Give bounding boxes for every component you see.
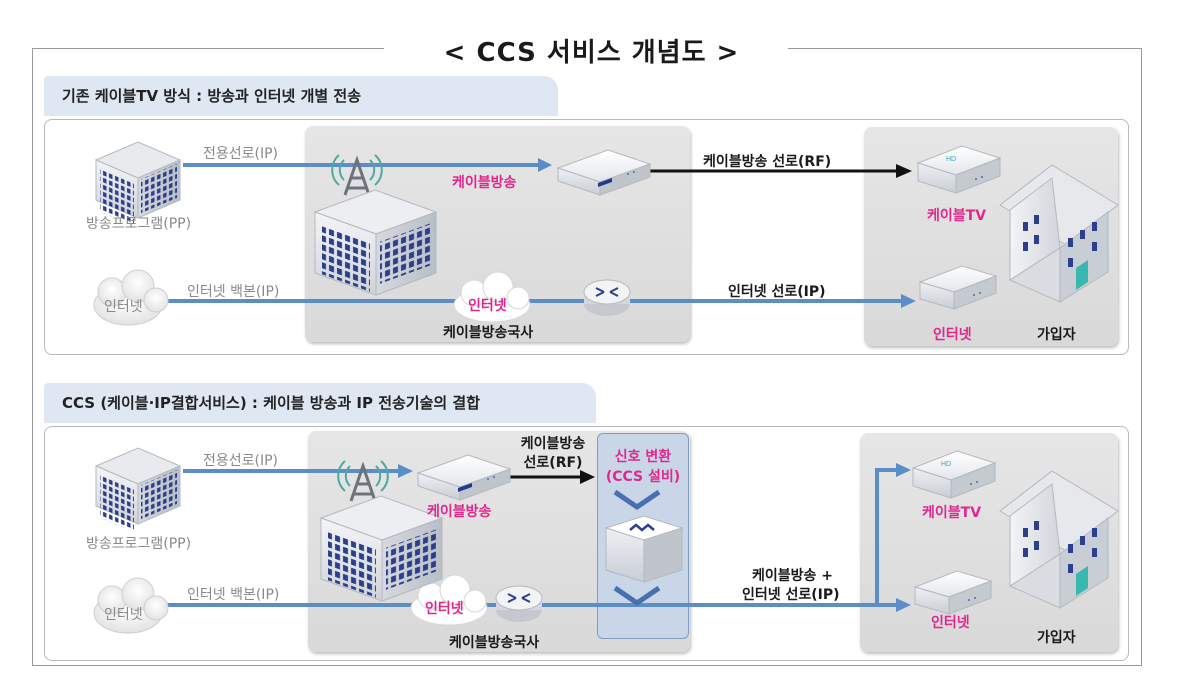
station-building-icon-2 — [319, 460, 444, 602]
router-icon-2 — [495, 585, 543, 622]
s2-rf-line-label-2: 선로(RF) — [523, 455, 583, 471]
internet-pink-cloud-1 — [453, 271, 531, 323]
s2-internet-pink-label: 인터넷 — [425, 601, 464, 617]
section1-lines — [165, 158, 916, 308]
s1-rf-line-label: 케이블방송 선로(RF) — [703, 154, 832, 170]
modem-icon-1 — [918, 265, 998, 310]
headend-device-icon-2 — [416, 454, 512, 501]
internet-cloud-icon-1 — [93, 269, 169, 326]
ccs-signal-convert-label: 신호 변환 — [614, 449, 672, 465]
s2-subscriber-label: 가입자 — [1037, 630, 1076, 646]
s1-cable-tv-label: 케이블TV — [927, 208, 987, 224]
s2-combined-line-label-1: 케이블방송 + — [752, 568, 834, 584]
s1-pp-label: 방송프로그램(PP) — [86, 216, 192, 232]
s2-combined-line-label-2: 인터넷 선로(IP) — [742, 587, 840, 603]
pp-building-icon-2 — [94, 447, 182, 532]
s2-station-label: 케이블방송국사 — [449, 635, 540, 651]
s2-cable-tv-label: 케이블TV — [922, 505, 982, 521]
house-icon-2 — [999, 470, 1119, 609]
internet-cloud-icon-2 — [93, 577, 169, 634]
router-icon-1 — [583, 279, 631, 316]
s2-backbone-label: 인터넷 백본(IP) — [187, 587, 280, 603]
ccs-chevron-top-icon — [613, 489, 661, 511]
settop-box-hd-icon-1: HD — [916, 145, 1002, 194]
s2-internet-sub-label: 인터넷 — [931, 615, 970, 631]
ccs-converter-cube-icon — [604, 515, 684, 583]
s1-ip-line-label: 인터넷 선로(IP) — [728, 284, 826, 300]
s1-internet-sub-label: 인터넷 — [933, 327, 972, 343]
s2-cable-broadcast-label: 케이블방송 — [427, 504, 492, 520]
s2-internet-cloud-label: 인터넷 — [104, 607, 143, 623]
section2-header: CCS (케이블·IP결합서비스) : 케이블 방송과 IP 전송기술의 결합 — [44, 383, 596, 423]
internet-pink-cloud-2 — [410, 574, 488, 626]
s2-pp-label: 방송프로그램(PP) — [86, 536, 192, 552]
ccs-chevron-bottom-icon — [613, 585, 661, 607]
s2-dedicated-line-label: 전용선로(IP) — [203, 453, 279, 469]
modem-icon-2 — [913, 570, 993, 615]
s1-subscriber-label: 가입자 — [1037, 327, 1076, 343]
headend-device-icon-1 — [556, 149, 652, 196]
s1-dedicated-line-label: 전용선로(IP) — [203, 146, 279, 162]
s1-backbone-label: 인터넷 백본(IP) — [187, 284, 280, 300]
s1-station-label: 케이블방송국사 — [443, 325, 534, 341]
hd-badge: HD — [946, 156, 956, 163]
ccs-equipment-label: (CCS 설비) — [605, 469, 681, 485]
s1-internet-pink-label: 인터넷 — [468, 298, 507, 314]
pp-building-icon-1 — [94, 141, 182, 226]
section1-header: 기존 케이블TV 방식 : 방송과 인터넷 개별 전송 — [44, 76, 558, 116]
settop-box-hd-icon-2: HD — [911, 450, 997, 499]
s1-internet-cloud-label: 인터넷 — [104, 299, 143, 315]
s2-rf-line-label-1: 케이블방송 — [520, 436, 586, 452]
diagram-title: < CCS 서비스 개념도 > — [443, 38, 740, 68]
hd-badge: HD — [941, 461, 951, 468]
house-icon-1 — [999, 164, 1119, 303]
station-building-icon-1 — [313, 154, 438, 296]
s1-cable-broadcast-label: 케이블방송 — [452, 175, 517, 191]
